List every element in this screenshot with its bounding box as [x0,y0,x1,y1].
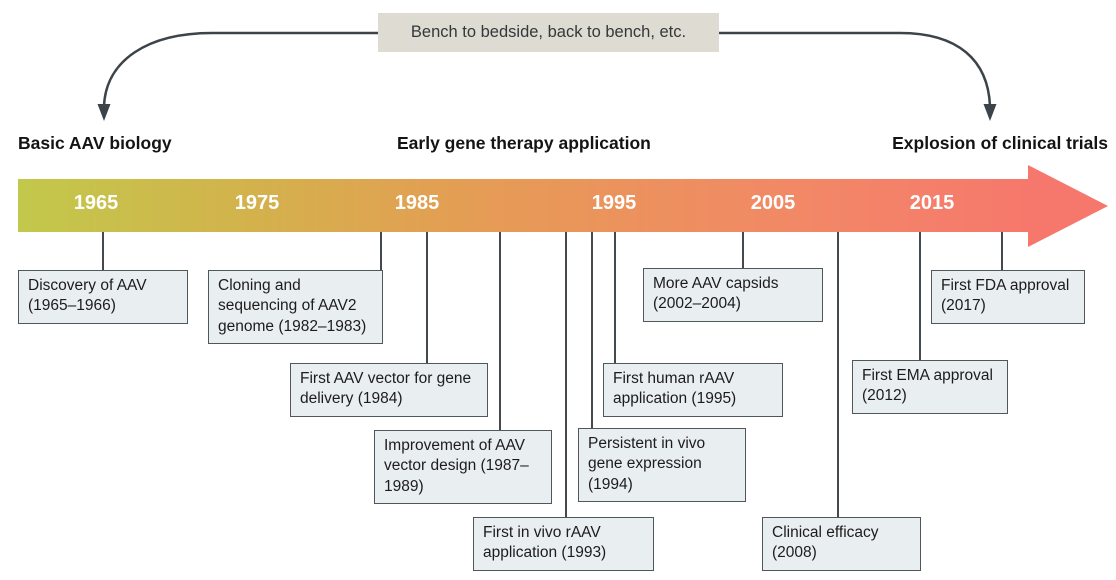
event-box-more-aav-capsids: More AAV capsids (2002–2004) [643,268,823,322]
connector-line [837,232,839,517]
event-box-clinical-efficacy: Clinical efficacy (2008) [762,517,921,571]
event-box-first-fda-approval: First FDA approval (2017) [931,270,1085,324]
connector-line [499,232,501,430]
event-box-first-in-vivo-raav: First in vivo rAAV application (1993) [473,517,654,571]
event-box-cloning-sequencing: Cloning and sequencing of AAV2 genome (1… [208,270,383,345]
connector-line [591,232,593,428]
year-label-2005: 2005 [750,192,796,214]
connector-line [102,232,104,270]
year-label-1965: 1965 [73,192,119,214]
connector-line [614,232,616,363]
year-label-1995: 1995 [591,192,637,214]
connector-line [742,232,744,268]
event-box-discovery-of-aav: Discovery of AAV (1965–1966) [18,270,188,324]
event-box-vector-design: Improvement of AAV vector design (1987–1… [374,430,552,505]
timeline-arrowhead-icon [1028,165,1108,247]
timeline-bar [18,179,1030,232]
section-header-explosion-clinical-trials: Explosion of clinical trials [892,133,1108,153]
year-label-2015: 2015 [909,192,955,214]
left-curve-arrow [102,31,378,107]
connector-line [1001,232,1003,270]
right-arrowhead-icon [983,104,997,121]
section-header-basic-aav-biology: Basic AAV biology [18,133,172,153]
connector-line [380,232,382,270]
right-curve-arrow [719,31,992,107]
year-label-1985: 1985 [394,192,440,214]
year-label-1975: 1975 [234,192,280,214]
event-box-persistent-expression: Persistent in vivo gene expression (1994… [578,428,746,503]
connector-line [565,232,567,517]
feedback-banner: Bench to bedside, back to bench, etc. [378,13,719,52]
left-arrowhead-icon [97,104,111,121]
event-box-first-ema-approval: First EMA approval (2012) [852,360,1008,414]
connector-line [919,232,921,360]
connector-line [426,232,428,363]
section-header-early-gene-therapy: Early gene therapy application [397,133,651,153]
event-box-first-human-raav: First human rAAV application (1995) [603,363,783,417]
event-box-first-aav-vector: First AAV vector for gene delivery (1984… [290,363,488,417]
